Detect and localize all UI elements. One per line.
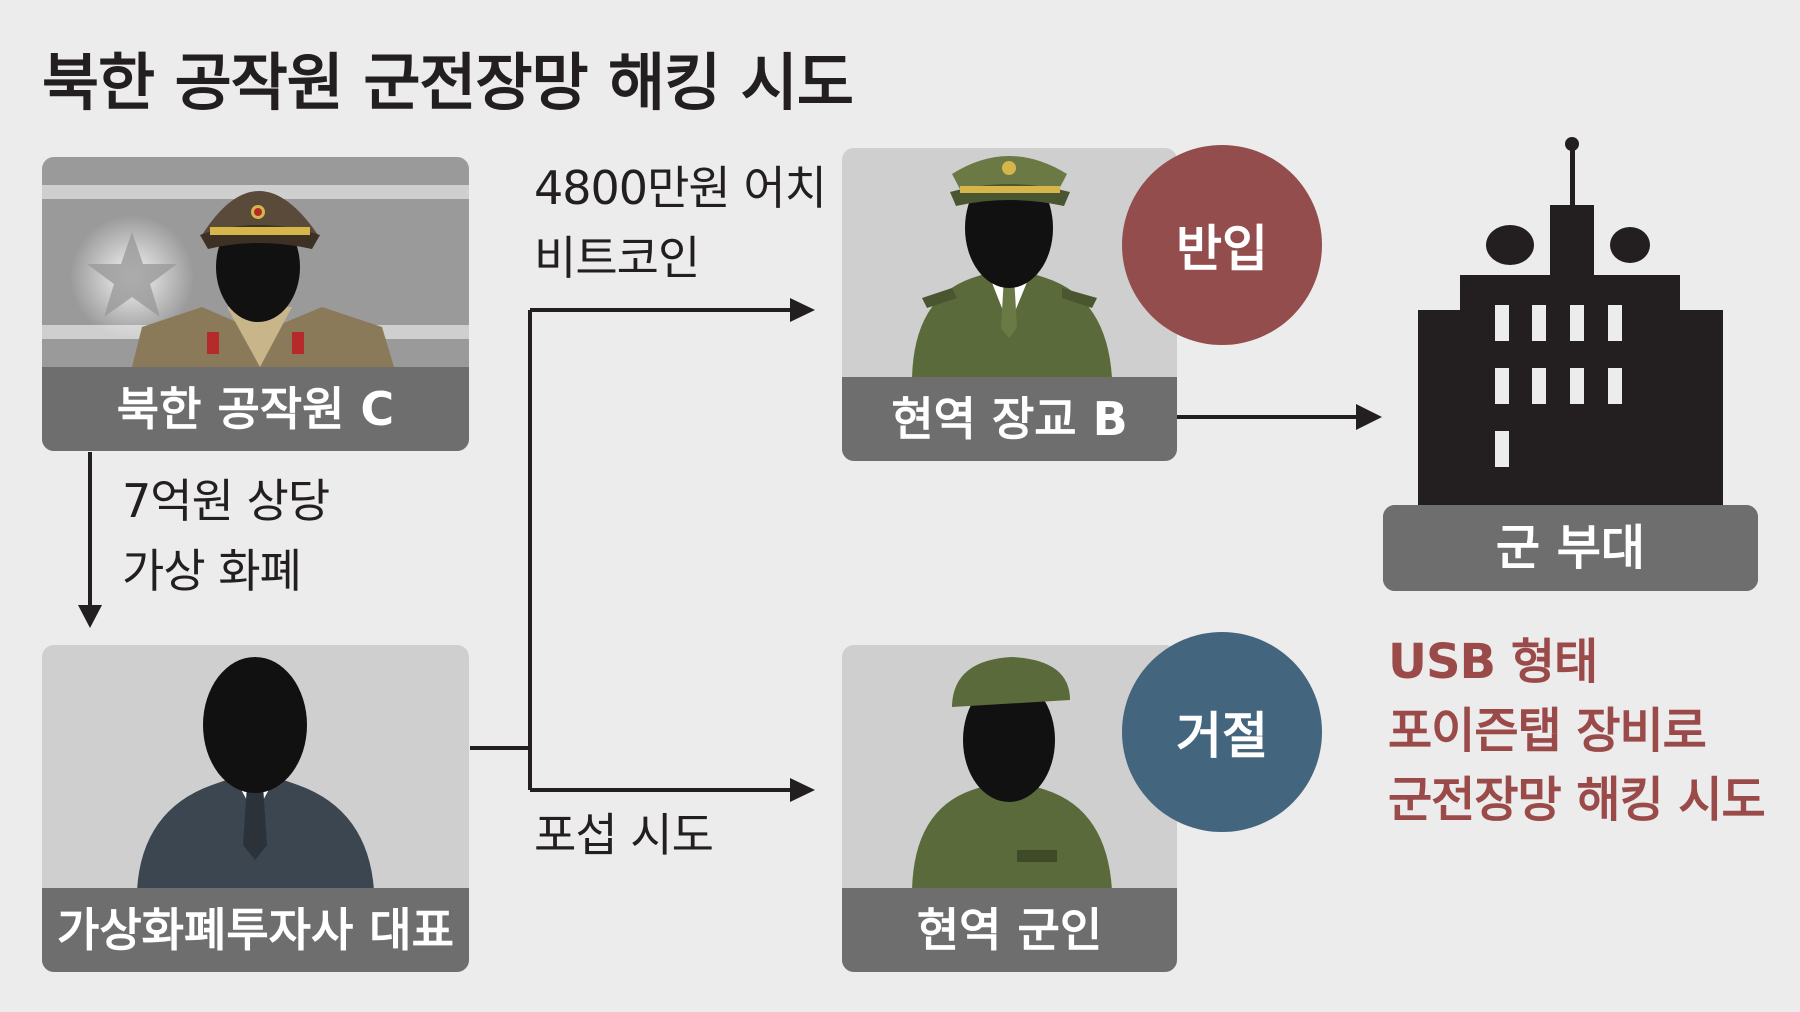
card-caption: 북한 공작원 C [42,367,469,451]
edge-label-recruit-attempt: 포섭 시도 [534,808,714,862]
page-title: 북한 공작원 군전장망 해킹 시도 [42,46,854,119]
military-base-building-icon [1418,137,1723,510]
status-badge-refused: 거절 [1122,632,1322,832]
edge-label-crypto-transfer: 7억원 상당 가상 화폐 [122,474,330,598]
ceo-silhouette-icon [137,657,374,890]
soldier-silhouette-icon [912,657,1112,890]
edge-label-bitcoin: 4800만원 어치 비트코인 [534,161,827,285]
card-north-korean-agent: 북한 공작원 C [42,157,469,451]
card-military-base-label: 군 부대 [1383,505,1758,591]
card-caption: 현역 장교 B [842,377,1177,461]
military-officer-silhouette-icon [912,156,1112,378]
card-caption: 현역 군인 [842,888,1177,972]
card-soldier: 현역 군인 [842,645,1177,972]
arrowhead-officer [790,298,815,322]
card-caption: 가상화폐투자사 대표 [42,888,469,972]
arrowhead-soldier [790,778,815,802]
arrowhead-down [78,605,102,628]
card-caption: 군 부대 [1383,505,1758,591]
card-crypto-ceo: 가상화폐투자사 대표 [42,645,469,972]
card-officer-b: 현역 장교 B [842,148,1177,461]
arrowhead-base [1356,404,1382,430]
status-badge-brought-in: 반입 [1122,145,1322,345]
hacking-method-note: USB 형태 포이즌탭 장비로 군전장망 해킹 시도 [1388,634,1766,828]
